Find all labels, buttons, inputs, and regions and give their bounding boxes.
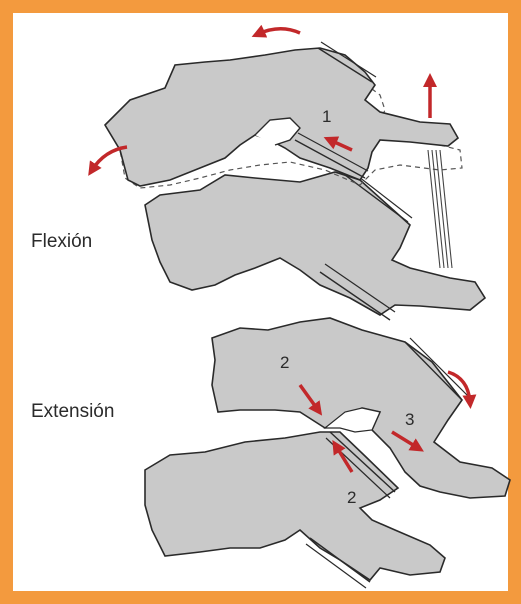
- flexion-ligament: [428, 150, 452, 268]
- marker-2-lower: 2: [347, 488, 356, 508]
- marker-2-upper: 2: [280, 353, 289, 373]
- marker-3: 3: [405, 410, 414, 430]
- flexion-label: Flexión: [31, 231, 92, 253]
- marker-1: 1: [322, 107, 331, 127]
- flexion-lower-vertebra: [145, 170, 485, 320]
- flexion-upper-vertebra: [105, 42, 458, 186]
- extension-label: Extensión: [31, 401, 114, 423]
